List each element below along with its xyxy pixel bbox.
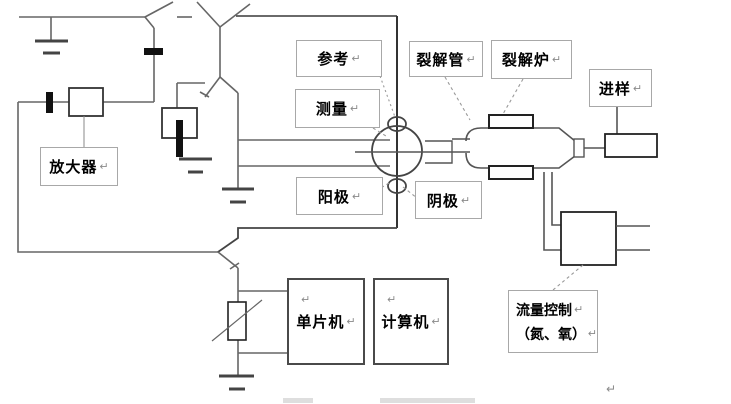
cathode-leader-line: [402, 186, 418, 199]
return-mark-icon: ↵: [387, 294, 397, 306]
capacitor-2-icon: [46, 92, 53, 113]
return-mark-icon: ↵: [346, 316, 356, 328]
transistor-2-icon: [196, 1, 251, 98]
gas-line-2: [551, 172, 561, 226]
label-cathode-text: 阴极: [426, 192, 459, 210]
resistor-box-icon: [68, 87, 104, 117]
return-mark-icon: ↵: [351, 190, 362, 203]
injector-block: [604, 133, 658, 158]
return-mark-icon: ↵: [587, 327, 597, 340]
label-anode: 阳极↵: [296, 177, 383, 215]
crystal-plate-icon: [176, 120, 183, 157]
label-sample-injection: 进样↵: [589, 69, 652, 107]
label-pyrolysis-furnace-text: 裂解炉: [501, 52, 550, 69]
label-measure-text: 测量: [315, 101, 348, 118]
label-flow-control: 流量控制↵ （氮、氧）↵: [508, 290, 598, 353]
return-mark-icon: ↵: [460, 194, 471, 207]
label-cathode: 阴极↵: [415, 181, 482, 219]
label-amplifier-text: 放大器: [49, 159, 98, 176]
return-wire: [217, 227, 397, 253]
label-pyrolysis-tube: 裂解管↵: [409, 41, 483, 77]
return-mark-icon: ↵: [431, 316, 441, 328]
return-mark-icon: ↵: [301, 294, 311, 306]
label-amplifier: 放大器↵: [40, 147, 118, 186]
measure-leader-line: [372, 127, 387, 137]
pyrolysis-tube-icon: [465, 127, 585, 169]
return-mark-icon: ↵: [99, 161, 109, 173]
label-reference-text: 参考: [317, 51, 350, 68]
thermistor-icon: [211, 299, 263, 342]
label-flow-control-line2: （氮、氧）: [516, 325, 586, 342]
flow-leader-line: [552, 264, 584, 291]
capacitor-1-icon: [144, 48, 163, 55]
flow-controller-block: [560, 211, 617, 266]
return-mark-icon: ↵: [466, 53, 476, 66]
furnace-heater-bottom-icon: [488, 165, 534, 180]
ground-symbol-crystal: [179, 157, 212, 174]
transistor-1-icon: [144, 1, 174, 29]
label-flow-control-line1: 流量控制: [516, 301, 572, 318]
furnace-heater-top-icon: [488, 114, 534, 129]
mcu-block-text: 单片机: [296, 314, 345, 331]
label-anode-text: 阳极: [317, 188, 350, 206]
tube-leader-line: [444, 76, 471, 121]
return-mark-icon: ↵: [574, 303, 584, 316]
computer-block-text: 计算机: [381, 314, 430, 331]
return-mark-icon: ↵: [632, 82, 643, 95]
mcu-block: ↵ 单片机↵: [287, 278, 365, 365]
return-mark-icon: ↵: [349, 103, 360, 115]
return-mark-icon: ↵: [551, 54, 562, 66]
detector-cell-icon: [371, 116, 423, 194]
label-pyrolysis-furnace: 裂解炉↵: [491, 40, 572, 79]
return-mark-icon: ↵: [351, 53, 361, 65]
ground-symbol-top-left: [35, 17, 68, 55]
computer-block: ↵ 计算机↵: [373, 278, 449, 365]
transistor-3-icon: [217, 251, 240, 270]
gas-line-1: [543, 172, 561, 251]
ground-symbol-mid: [222, 187, 254, 204]
caption-remnant-2: [380, 398, 475, 403]
furnace-leader-line: [502, 78, 524, 115]
label-pyrolysis-tube-text: 裂解管: [416, 51, 465, 69]
caption-remnant-1: [283, 398, 313, 403]
label-measure: 测量↵: [295, 89, 380, 128]
feedback-loop-wire: [17, 102, 218, 253]
reference-leader-line: [379, 75, 396, 118]
label-sample-injection-text: 进样: [598, 80, 631, 98]
return-mark-icon: ↵: [606, 382, 617, 396]
label-reference: 参考↵: [296, 40, 382, 77]
ground-symbol-bottom: [219, 374, 254, 391]
